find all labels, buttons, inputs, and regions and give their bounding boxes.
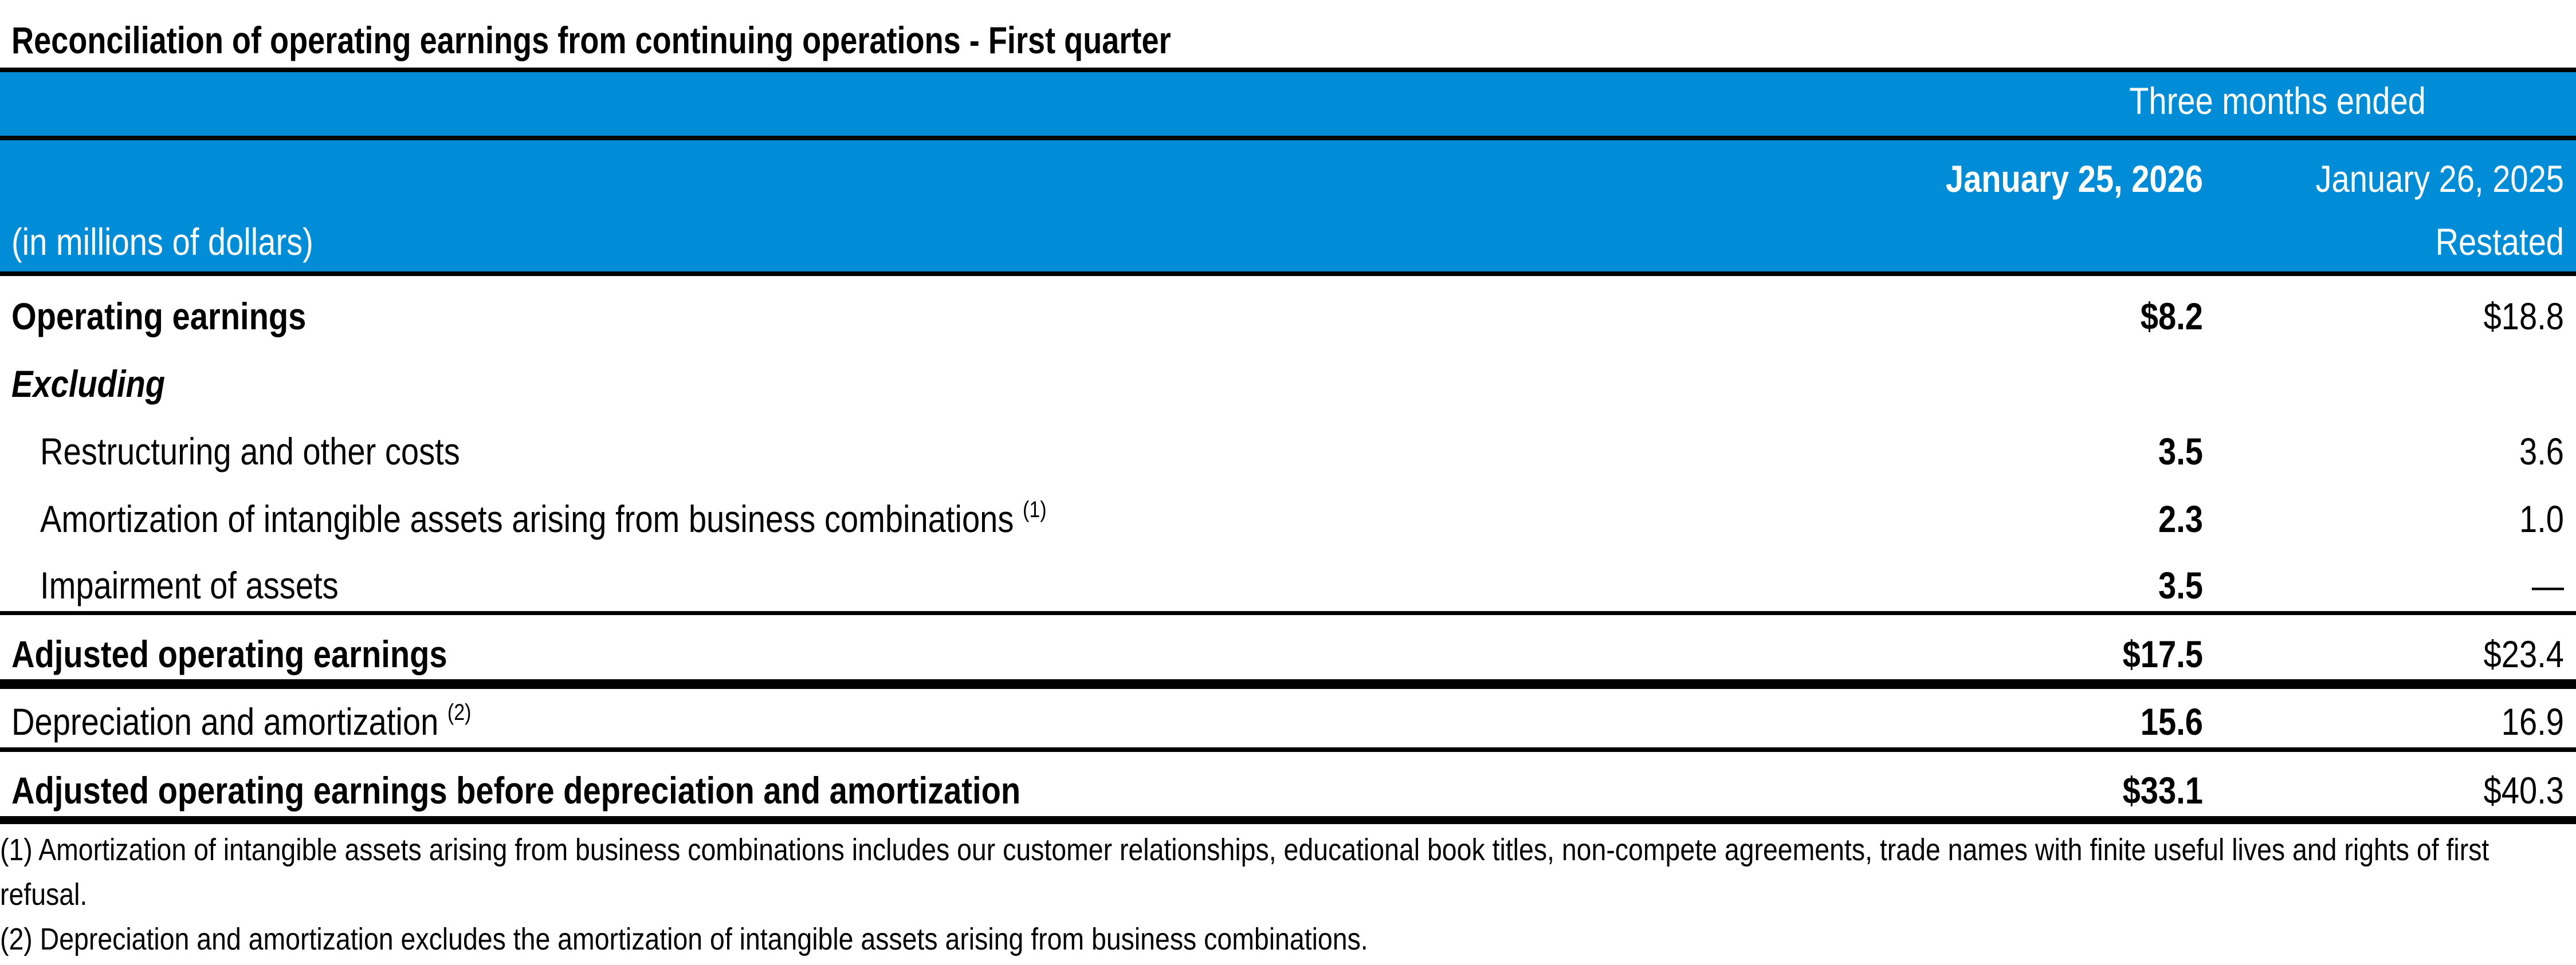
value-prior: $18.8 (2483, 295, 2564, 337)
value-current: $17.5 (2122, 633, 2203, 675)
table-row-excluding: Excluding (0, 361, 2576, 407)
row-label: Impairment of assets (40, 564, 339, 606)
row-label: Restructuring and other costs (40, 430, 460, 472)
value-prior: 1.0 (2519, 498, 2564, 540)
value-prior: 3.6 (2519, 430, 2564, 472)
value-prior: 16.9 (2501, 700, 2564, 743)
column-note-prior: Restated (2435, 220, 2564, 263)
subtotal-rule-2 (0, 747, 2576, 752)
table-title: Reconciliation of operating earnings fro… (11, 19, 1171, 61)
value-current: $8.2 (2140, 295, 2203, 337)
table-row-adjusted-before-da: Adjusted operating earnings before depre… (0, 767, 2576, 813)
table-row-adjusted-operating-earnings: Adjusted operating earnings $17.5 $23.4 (0, 631, 2576, 677)
row-label-wrap: Depreciation and amortization (2) (11, 699, 471, 745)
footnote-2: (2) Depreciation and amortization exclud… (0, 922, 1368, 956)
column-header-prior: January 26, 2025 (2315, 157, 2564, 200)
header-mid-rule (0, 136, 2576, 140)
value-current: 3.5 (2158, 430, 2203, 472)
table-row-restructuring: Restructuring and other costs 3.5 3.6 (0, 428, 2576, 474)
row-label: Operating earnings (11, 295, 307, 337)
value-prior: $40.3 (2483, 769, 2564, 812)
table-row-impairment: Impairment of assets 3.5 — (0, 562, 2576, 608)
table-row-operating-earnings: Operating earnings $8.2 $18.8 (0, 293, 2576, 339)
header-bottom-rule (0, 271, 2576, 276)
footnote-ref-2: (2) (447, 700, 472, 725)
row-label: Adjusted operating earnings before depre… (11, 769, 1021, 812)
footnote-1: (1) Amortization of intangible assets ar… (0, 833, 2489, 867)
footnote-1-cont: refusal. (0, 877, 88, 912)
header-band-columns: January 25, 2026 January 26, 2025 (in mi… (0, 140, 2576, 271)
header-band-period: Three months ended (0, 72, 2576, 136)
value-prior: $23.4 (2483, 633, 2564, 675)
row-label: Amortization of intangible assets arisin… (40, 498, 1014, 540)
table-row-amortization-intangibles: Amortization of intangible assets arisin… (0, 496, 2576, 542)
row-label: Adjusted operating earnings (11, 633, 447, 675)
value-current: $33.1 (2122, 769, 2203, 812)
footnote-ref-1: (1) (1023, 497, 1047, 522)
bottom-thick-rule (0, 816, 2576, 824)
period-label: Three months ended (2129, 80, 2426, 122)
value-current: 3.5 (2158, 564, 2203, 606)
table-row-depreciation-amortization: Depreciation and amortization (2) 15.6 1… (0, 699, 2576, 745)
row-label: Depreciation and amortization (11, 700, 439, 743)
value-current: 15.6 (2140, 700, 2203, 743)
subtotal-rule (0, 611, 2576, 615)
value-current: 2.3 (2158, 498, 2203, 540)
header-top-rule (0, 68, 2576, 72)
column-header-current: January 25, 2026 (1945, 157, 2203, 200)
total-thick-rule (0, 679, 2576, 689)
units-label: (in millions of dollars) (11, 220, 313, 263)
row-label: Excluding (11, 363, 166, 405)
value-prior: — (2531, 564, 2564, 606)
row-label-wrap: Amortization of intangible assets arisin… (40, 496, 1047, 542)
